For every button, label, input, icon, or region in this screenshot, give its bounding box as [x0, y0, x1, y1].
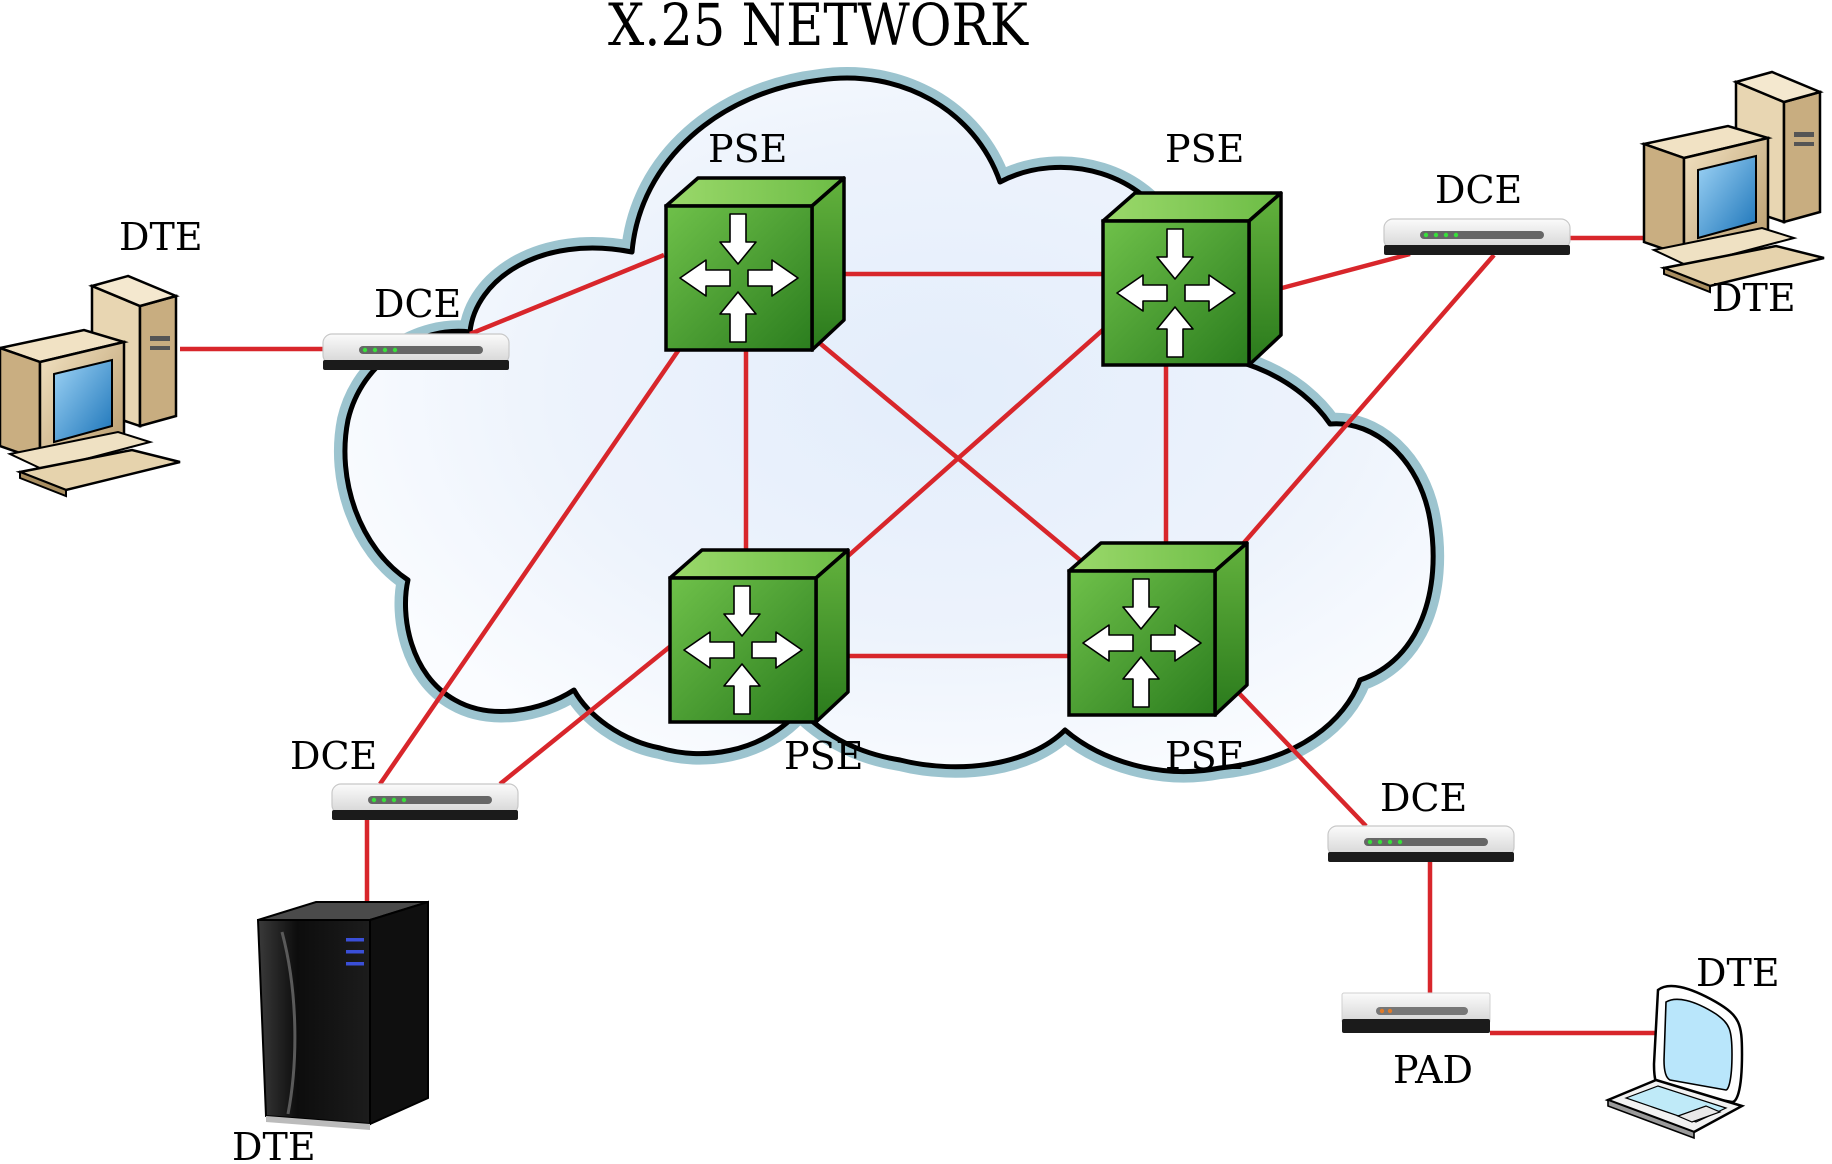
link-pse-tr-pse-bl	[846, 326, 1107, 558]
label-pse-top-right: PSE	[1165, 127, 1244, 171]
label-dte-terminal: DTE	[1696, 951, 1780, 995]
network-cloud	[334, 66, 1445, 783]
pse-switch-bottom-left	[668, 548, 850, 724]
link-pse-br-dce-bottom-right	[1232, 686, 1368, 828]
link-dce-right-pse-br	[1240, 253, 1496, 547]
link-pse-bl-dce-bottom-left	[498, 643, 674, 786]
dte-workstation-right	[1642, 70, 1826, 294]
pad-device	[1341, 992, 1491, 1033]
network-links	[180, 235, 1680, 1036]
diagram-title: X.25 NETWORK	[608, 0, 1029, 59]
dce-modem-bottom-right	[1327, 825, 1515, 863]
label-dce-left: DCE	[374, 282, 461, 326]
pse-switch-top-left	[664, 176, 846, 352]
link-pse-tr-dce-right	[1281, 251, 1411, 291]
label-pse-bottom-left: PSE	[784, 734, 863, 778]
label-dte-right: DTE	[1712, 276, 1796, 320]
label-pse-bottom-right: PSE	[1165, 734, 1244, 778]
pse-switch-bottom-right	[1067, 541, 1249, 717]
label-dce-bottom-left: DCE	[290, 734, 377, 778]
label-dce-right: DCE	[1435, 168, 1522, 212]
label-dce-bottom-right: DCE	[1380, 776, 1467, 820]
labels: PSE PSE PSE PSE DCE DCE DCE DCE DTE DTE …	[119, 127, 1796, 1164]
link-dce-left-pse-tl	[469, 252, 665, 337]
pse-switch-top-right	[1101, 191, 1283, 367]
label-dte-server: DTE	[232, 1125, 316, 1164]
dce-modem-left	[322, 333, 510, 371]
link-pse-tl-dce-bottom-left	[378, 346, 682, 786]
dce-modem-right	[1383, 218, 1571, 256]
dte-terminal	[1604, 984, 1746, 1140]
link-pse-tl-pse-br	[814, 338, 1082, 562]
dce-modem-bottom-left	[331, 783, 519, 821]
dte-workstation-left	[0, 274, 182, 498]
label-dte-left: DTE	[119, 215, 203, 259]
label-pse-top-left: PSE	[708, 127, 787, 171]
dte-server	[256, 900, 429, 1130]
label-pad: PAD	[1393, 1048, 1473, 1092]
